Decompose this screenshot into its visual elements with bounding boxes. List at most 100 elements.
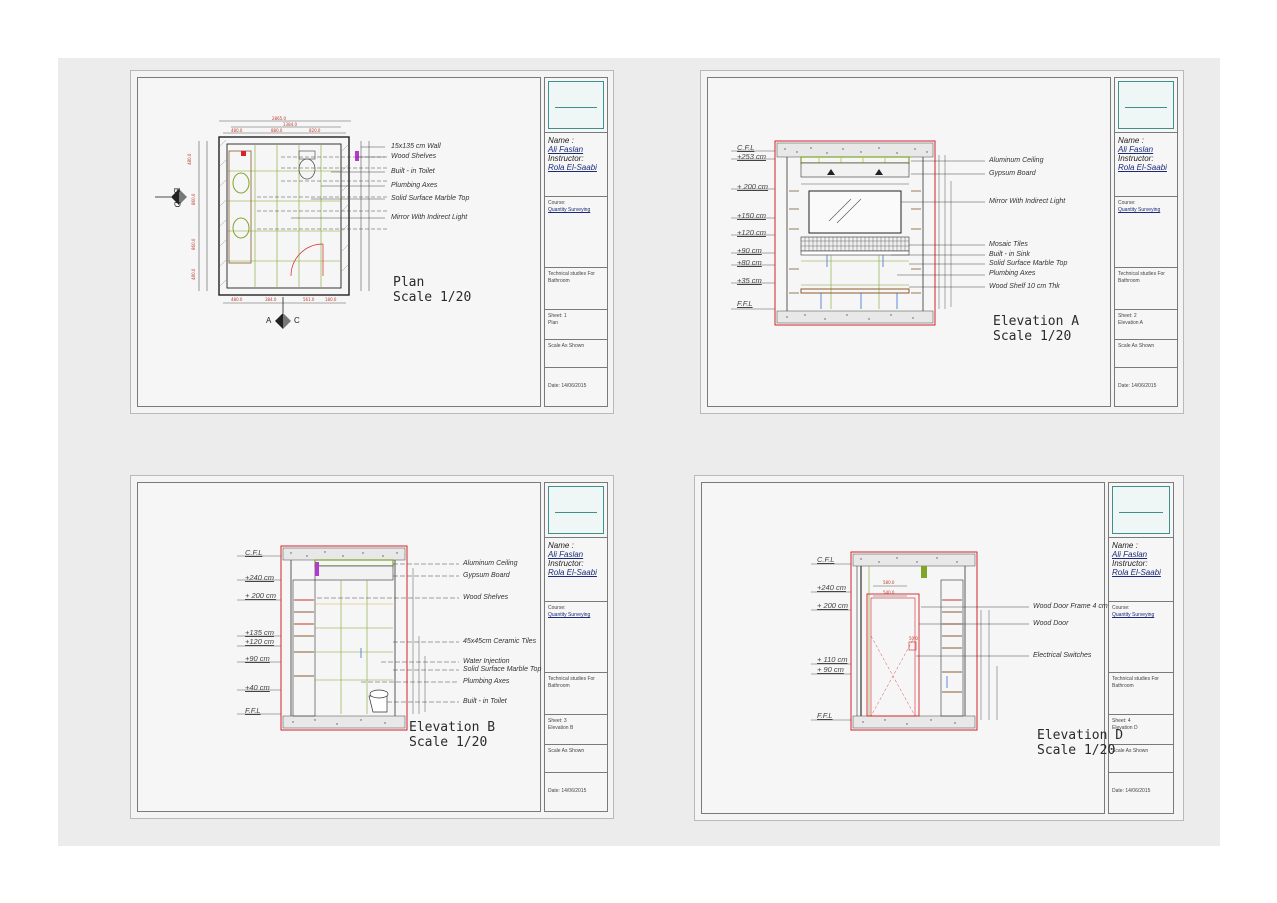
level-90: + 90 cm [817, 665, 844, 674]
svg-text:180.0: 180.0 [325, 297, 337, 302]
sheet-elevation-d: Name : Ali Faslan Instructor: Rola El-Sa… [694, 475, 1184, 821]
project-subtitle: Bathroom [548, 683, 570, 689]
level-90: +90 cm [737, 246, 762, 255]
svg-text:880.0: 880.0 [271, 128, 283, 133]
date: Date: 14/06/2015 [548, 383, 587, 389]
instructor-label: Instructor: [548, 559, 584, 568]
level-cfl: C.F.L [737, 143, 755, 152]
svg-text:580.0: 580.0 [883, 580, 895, 585]
drawing-frame [137, 482, 541, 812]
sheet-elevation-b: Name : Ali Faslan Instructor: Rola El-Sa… [130, 475, 614, 819]
logo-box [548, 81, 604, 129]
label-marble: Solid Surface Marble Top [463, 666, 542, 673]
sheet-plan: Name : Ali Faslan Instructor: Rola El-Sa… [130, 70, 614, 414]
logo-box [1118, 81, 1174, 129]
label-marble: Solid Surface Marble Top [391, 195, 470, 202]
label-toilet: Built - in Toilet [391, 168, 435, 175]
svg-text:480.0: 480.0 [231, 128, 243, 133]
level-200: + 200 cm [245, 591, 277, 600]
project-title: Technical studies For [1112, 676, 1159, 682]
logo-box [548, 486, 604, 534]
section-marker-b: B [172, 187, 182, 194]
elevation-a-drawing [731, 140, 985, 326]
title-block: Name : Ali Faslan Instructor: Rola El-Sa… [544, 77, 608, 407]
label-marble: Solid Surface Marble Top [989, 260, 1068, 267]
label-water-injection: Water Injection [463, 658, 510, 665]
sheet-number: Sheet: 3 [548, 718, 567, 724]
sheet-name: Elevation B [548, 725, 574, 731]
svg-text:820.0: 820.0 [309, 128, 321, 133]
elevation-b-drawing [237, 545, 459, 731]
view-scale: Scale 1/20 [393, 290, 472, 305]
course-name: Quantity Surveying [1118, 207, 1161, 213]
sheet-name: Elevation A [1118, 320, 1144, 326]
label-wood-door: Wood Door [1033, 620, 1069, 627]
level-253: +253 cm [737, 152, 766, 161]
instructor-label: Instructor: [1118, 154, 1154, 163]
svg-text:384.0: 384.0 [265, 297, 277, 302]
scale-note: Scale As Shown [548, 748, 585, 754]
instructor-name: Rola El-Saabi [548, 568, 597, 577]
svg-text:480.0: 480.0 [191, 268, 196, 280]
label-switches: Electrical Switches [1033, 652, 1092, 659]
sheet-name: Elevation D [1112, 725, 1138, 731]
label-mirror: Mirror With Indirect Light [391, 214, 468, 221]
section-marker-d: D [172, 201, 182, 208]
view-title: Elevation D [1037, 728, 1124, 743]
sheet-number: Sheet: 2 [1118, 313, 1137, 319]
scale-note: Scale As Shown [548, 343, 585, 349]
label-gypsum-board: Gypsum Board [989, 170, 1036, 177]
title-block: Name : Ali Faslan Instructor: Rola El-Sa… [1114, 77, 1178, 407]
svg-text:2865.0: 2865.0 [272, 116, 286, 121]
project-title: Technical studies For [1118, 271, 1165, 277]
course-label: Course: [1112, 605, 1130, 611]
view-scale: Scale 1/20 [1037, 743, 1116, 758]
sheet-name: Plan [548, 320, 559, 326]
level-200: + 200 cm [737, 182, 769, 191]
level-80: +80 cm [737, 258, 762, 267]
label-wood-shelves: Wood Shelves [463, 594, 509, 601]
label-mosaic: Mosaic Tiles [989, 241, 1028, 248]
label-plumbing: Plumbing Axes [989, 270, 1036, 277]
level-90: +90 cm [245, 654, 270, 663]
name-label: Name : [548, 541, 574, 550]
label-aluminum-ceiling: Aluminum Ceiling [989, 157, 1044, 164]
label-door-frame: Wood Door Frame 4 cm [1033, 603, 1108, 610]
view-title: Elevation A [993, 314, 1080, 329]
view-scale: Scale 1/20 [993, 329, 1072, 344]
title-block: Name : Ali Faslan Instructor: Rola El-Sa… [1108, 482, 1174, 814]
sheet-number: Sheet: 4 [1112, 718, 1131, 724]
level-cfl: C.F.L [817, 555, 835, 564]
level-120: +120 cm [737, 228, 766, 237]
level-ffl: F.F.L [245, 706, 261, 715]
drawing-paper: Name : Ali Faslan Instructor: Rola El-Sa… [58, 58, 1220, 846]
instructor-name: Rola El-Saabi [1118, 163, 1167, 172]
student-name: Ali Faslan [548, 550, 584, 559]
scale-note: Scale As Shown [1118, 343, 1155, 349]
level-120: +120 cm [245, 637, 274, 646]
scale-note: Scale As Shown [1112, 748, 1149, 754]
level-240: +240 cm [817, 583, 846, 592]
student-name: Ali Faslan [1112, 550, 1148, 559]
project-title: Technical studies For [548, 271, 595, 277]
level-110: + 110 cm [817, 655, 848, 664]
label-wood-shelves: Wood Shelves [391, 153, 437, 160]
label-plumbing: Plumbing Axes [391, 182, 438, 189]
svg-text:480.0: 480.0 [187, 153, 192, 165]
sheet-elevation-a: Name : Ali Faslan Instructor: Rola El-Sa… [700, 70, 1184, 414]
svg-text:480.0: 480.0 [231, 297, 243, 302]
project-subtitle: Bathroom [1112, 683, 1134, 689]
svg-text:860.0: 860.0 [191, 193, 196, 205]
label-gypsum-board: Gypsum Board [463, 572, 510, 579]
label-plumbing: Plumbing Axes [463, 678, 510, 685]
logo-box [1112, 486, 1170, 534]
instructor-label: Instructor: [1112, 559, 1148, 568]
instructor-label: Instructor: [548, 154, 584, 163]
student-name: Ali Faslan [1118, 145, 1154, 154]
level-ffl: F.F.L [817, 711, 833, 720]
name-label: Name : [1118, 136, 1144, 145]
section-marker-a: A [266, 316, 272, 325]
label-sink: Built - in Sink [989, 251, 1030, 258]
level-150: +150 cm [737, 211, 766, 220]
